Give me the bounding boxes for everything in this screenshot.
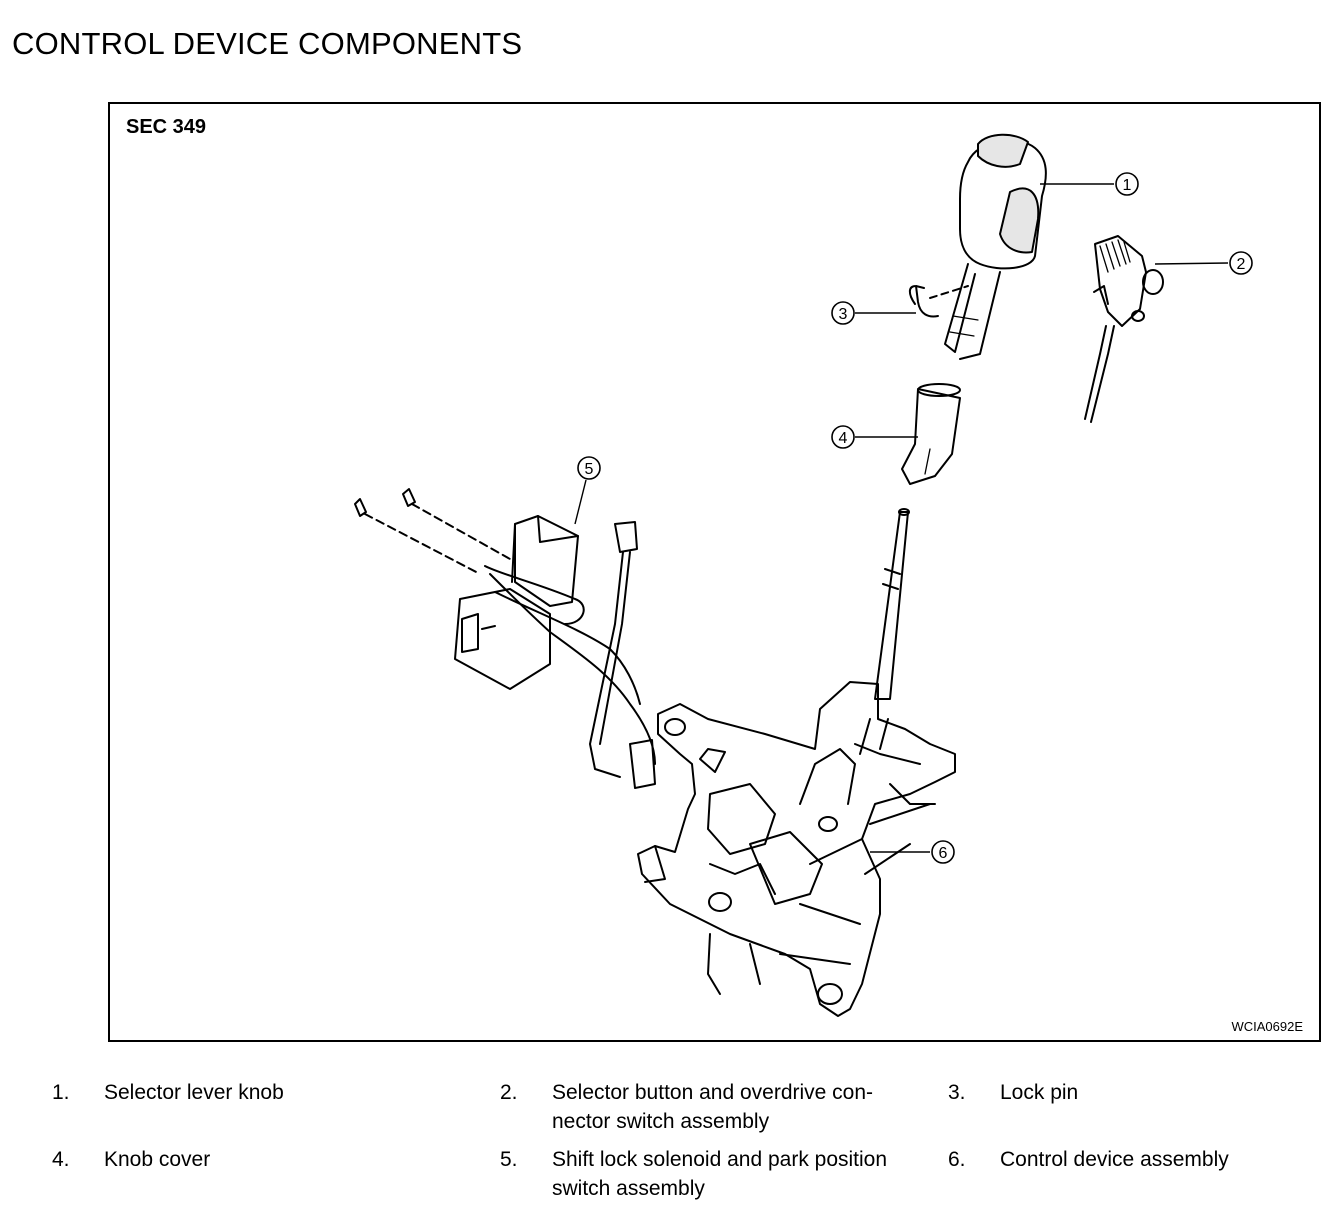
callout-2-label: 2 [1237,256,1246,273]
callout-1-label: 1 [1123,177,1132,194]
callout-5: 5 [577,456,601,480]
shift-lock-solenoid-assembly [354,488,656,789]
control-device-assembly [637,681,956,1017]
legend-number: 2. [500,1081,518,1104]
legend-number: 4. [52,1148,70,1171]
callout-3: 3 [831,301,855,325]
callout-3-label: 3 [839,306,848,323]
legend-number: 5. [500,1148,518,1171]
legend-text: Selector button and overdrive con- necto… [552,1081,874,1133]
selector-lever-knob [944,133,1047,360]
section-label: SEC 349 [126,116,207,138]
callout-leaders [574,183,1229,853]
callout-1: 1 [1115,172,1139,196]
lever-rod [874,508,910,700]
page-title: CONTROL DEVICE COMPONENTS [12,26,523,61]
callout-5-label: 5 [585,461,594,478]
selector-button-switch-assembly [1084,235,1164,423]
components-drawing: 1 2 3 4 5 6 [354,133,1253,1017]
callout-4: 4 [831,425,855,449]
legend-text: Shift lock solenoid and park position sw… [552,1148,888,1200]
legend-text: Selector lever knob [104,1081,284,1104]
lock-pin [908,285,969,318]
legend-number: 6. [948,1148,966,1171]
callout-6-label: 6 [939,845,948,862]
legend-text: Lock pin [1000,1081,1079,1104]
callout-4-label: 4 [839,430,848,447]
legend-text: Control device assembly [1000,1148,1229,1171]
callout-2: 2 [1229,251,1253,275]
legend-number: 3. [948,1081,966,1104]
exploded-diagram-frame: SEC 349 WCIA0692E [108,102,1321,1042]
knob-cover [901,383,961,485]
figure-code: WCIA0692E [1231,1019,1303,1034]
callout-6: 6 [931,840,955,864]
legend-number: 1. [52,1081,70,1104]
legend-text: Knob cover [104,1148,211,1171]
